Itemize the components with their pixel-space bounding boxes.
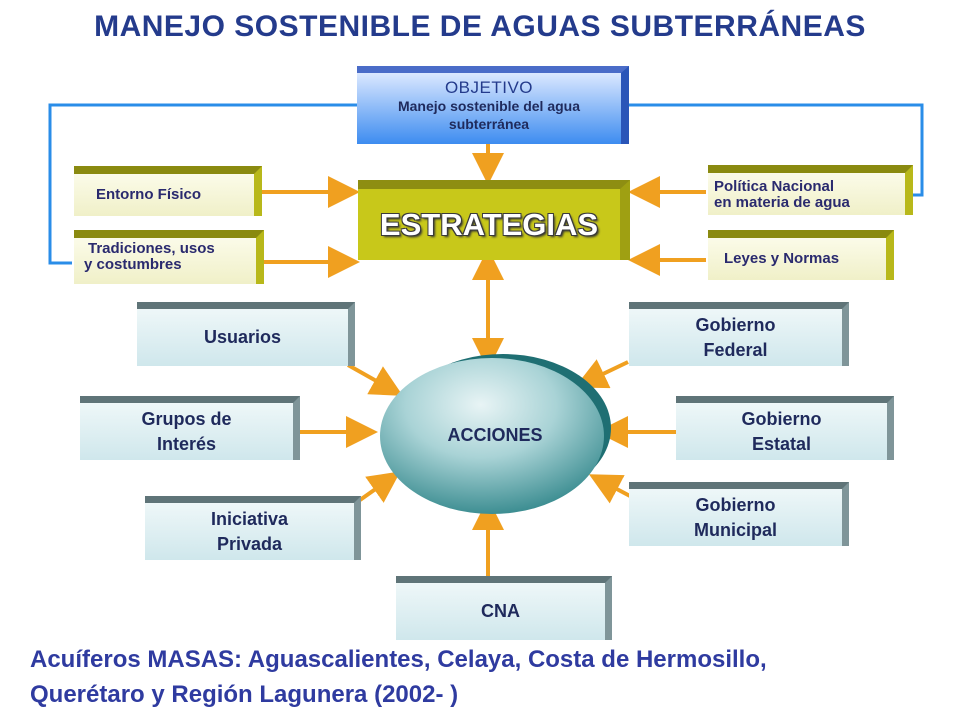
gobierno-municipal-box: Gobierno Municipal (629, 482, 849, 546)
usuarios-box: Usuarios (137, 302, 355, 366)
acciones-label: ACCIONES (447, 425, 543, 445)
grupos-interes-box: Grupos de Interés (80, 396, 300, 460)
grupos-label-2: Interés (156, 433, 217, 454)
footer-line-2: Querétaro y Región Lagunera (2002- ) (30, 680, 459, 708)
federal-label-2: Federal (703, 339, 768, 360)
arrow-municipal (588, 474, 631, 504)
estatal-label-1: Gobierno (741, 409, 822, 430)
objetivo-line1: Manejo sostenible del agua (397, 98, 581, 114)
arrow-iniciativa (358, 471, 401, 503)
arrow-usuarios (347, 363, 403, 396)
entorno-fisico-box: Entorno Físico (74, 166, 262, 216)
tradiciones-label-1: Tradiciones, usos (88, 240, 215, 257)
entorno-fisico-label: Entorno Físico (96, 186, 201, 203)
feedback-line-left (48, 103, 357, 265)
grupos-label-1: Grupos de (141, 409, 232, 430)
page-title: MANEJO SOSTENIBLE DE AGUAS SUBTERRÁNEAS (94, 10, 866, 43)
tradiciones-label-2: y costumbres (84, 255, 182, 273)
footer-line-1: Acuíferos MASAS: Aguascalientes, Celaya,… (30, 646, 767, 673)
iniciativa-label-2: Privada (216, 533, 283, 554)
arrow-federal (574, 359, 629, 389)
cna-label: CNA (481, 601, 520, 622)
leyes-normas-label: Leyes y Normas (724, 250, 840, 267)
gobierno-estatal-box: Gobierno Estatal (676, 396, 894, 460)
usuarios-label: Usuarios (203, 327, 282, 348)
cna-box: CNA (396, 576, 612, 640)
estrategias-label: ESTRATEGIAS (379, 206, 599, 242)
estatal-label-2: Estatal (751, 433, 812, 454)
estrategias-box: ESTRATEGIAS (358, 180, 630, 260)
feedback-line-right (629, 103, 924, 197)
politica-label-2: en materia de agua (714, 193, 850, 211)
objetivo-box: OBJETIVO Manejo sostenible del agua subt… (357, 66, 629, 144)
municipal-label-2: Municipal (693, 519, 777, 540)
tradiciones-box: Tradiciones, usos y costumbres (74, 230, 264, 284)
politica-label-1: Política Nacional (714, 178, 835, 195)
objetivo-heading: OBJETIVO (444, 78, 534, 97)
objetivo-line2: subterránea (448, 115, 530, 132)
acciones-ellipse (380, 358, 604, 514)
iniciativa-privada-box: Iniciativa Privada (145, 496, 361, 560)
footer-text: Acuíferos MASAS: Aguascalientes, Celaya,… (30, 643, 950, 713)
gobierno-federal-box: Gobierno Federal (629, 302, 849, 366)
leyes-normas-box: Leyes y Normas (708, 230, 894, 280)
federal-label-1: Gobierno (695, 315, 776, 336)
municipal-label-1: Gobierno (695, 495, 776, 516)
politica-nacional-box: Política Nacional en materia de agua (708, 165, 913, 215)
iniciativa-label-1: Iniciativa (210, 509, 289, 530)
